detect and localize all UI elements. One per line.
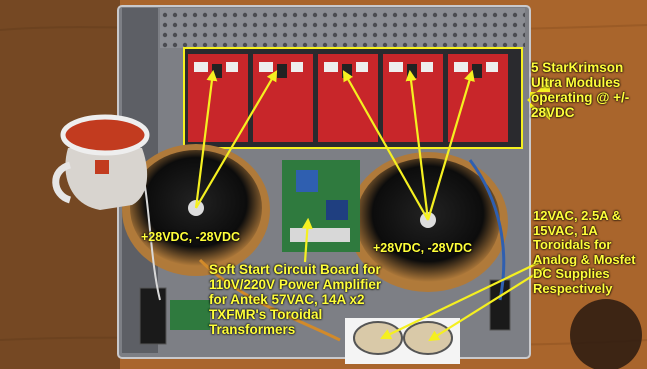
coffee-mug [52,114,150,210]
amplifier-modules [188,54,508,142]
module-1 [188,54,248,142]
right-voltage-caption: +28VDC, -28VDC [373,241,472,255]
module-3 [318,54,378,142]
modules-caption: 5 StarKrimson Ultra Modules operating @ … [531,60,630,121]
soft-start-caption: Soft Start Circuit Board for 110V/220V P… [209,262,382,338]
filter-capacitor [139,287,167,345]
module-2 [253,54,313,142]
left-voltage-caption: +28VDC, -28VDC [141,230,240,244]
annotation-arrows [194,69,546,342]
soft-start-board [282,160,360,252]
module-5 [448,54,508,142]
lace-doily [570,299,642,369]
toroidals-caption: 12VAC, 2.5A & 15VAC, 1A Toroidals for An… [533,208,636,296]
module-callout-arrow [527,80,550,120]
